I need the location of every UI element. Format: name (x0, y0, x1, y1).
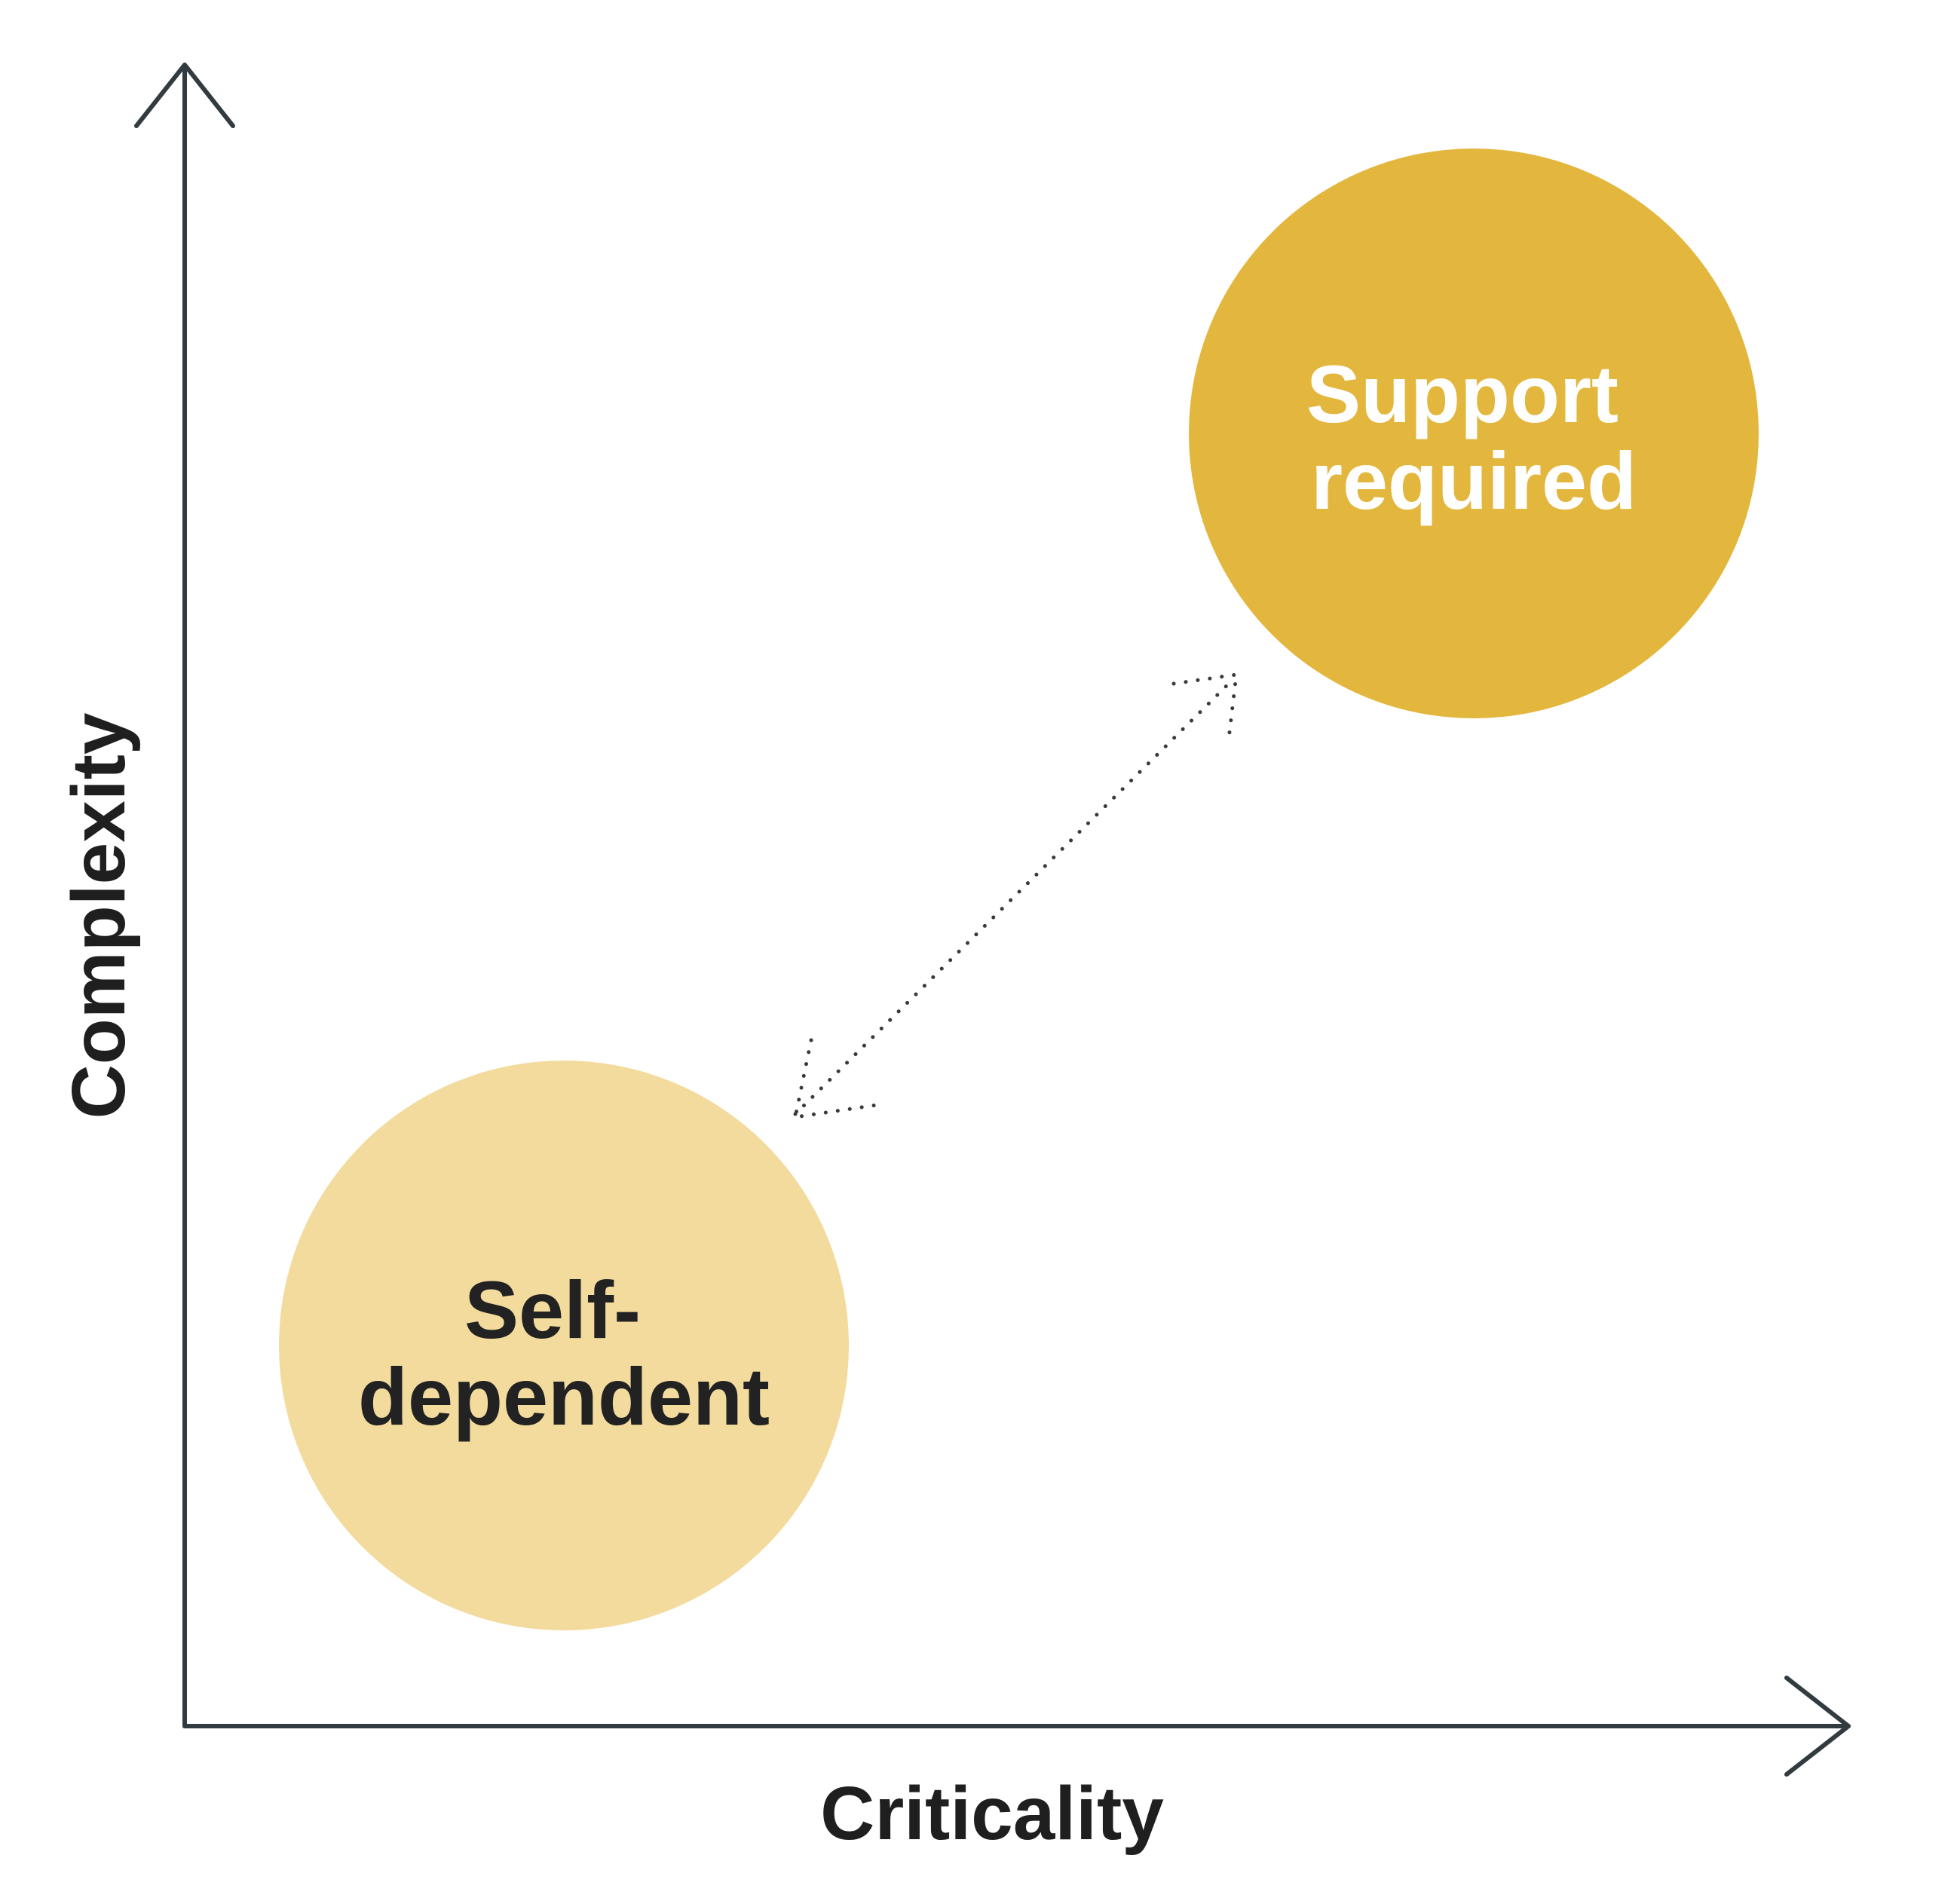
self-dependent-label: Self- dependent (358, 1264, 770, 1442)
x-axis-label: Criticality (820, 1771, 1164, 1856)
support-required-label-line-1: Support (1306, 348, 1619, 439)
node-support-required: Support required (1189, 148, 1759, 718)
node-self-dependent: Self- dependent (279, 1061, 849, 1630)
y-axis (134, 63, 235, 1728)
self-dependent-label-line-2: dependent (358, 1351, 770, 1442)
x-axis-arrowhead-icon (1784, 1676, 1851, 1777)
y-axis-arrowhead-icon (134, 63, 235, 128)
self-dependent-label-line-1: Self- (464, 1264, 641, 1355)
support-required-circle (1189, 148, 1759, 718)
connector-dotted-line (793, 676, 1236, 1116)
support-required-label-line-2: required (1311, 435, 1637, 526)
x-axis (182, 1676, 1851, 1777)
support-required-label: Support required (1306, 348, 1641, 526)
self-dependent-circle (279, 1061, 849, 1630)
connector-arrow (792, 672, 1239, 1119)
y-axis-label: Complexity (57, 712, 141, 1119)
connector-arrowhead-bottom-icon (792, 1038, 879, 1119)
